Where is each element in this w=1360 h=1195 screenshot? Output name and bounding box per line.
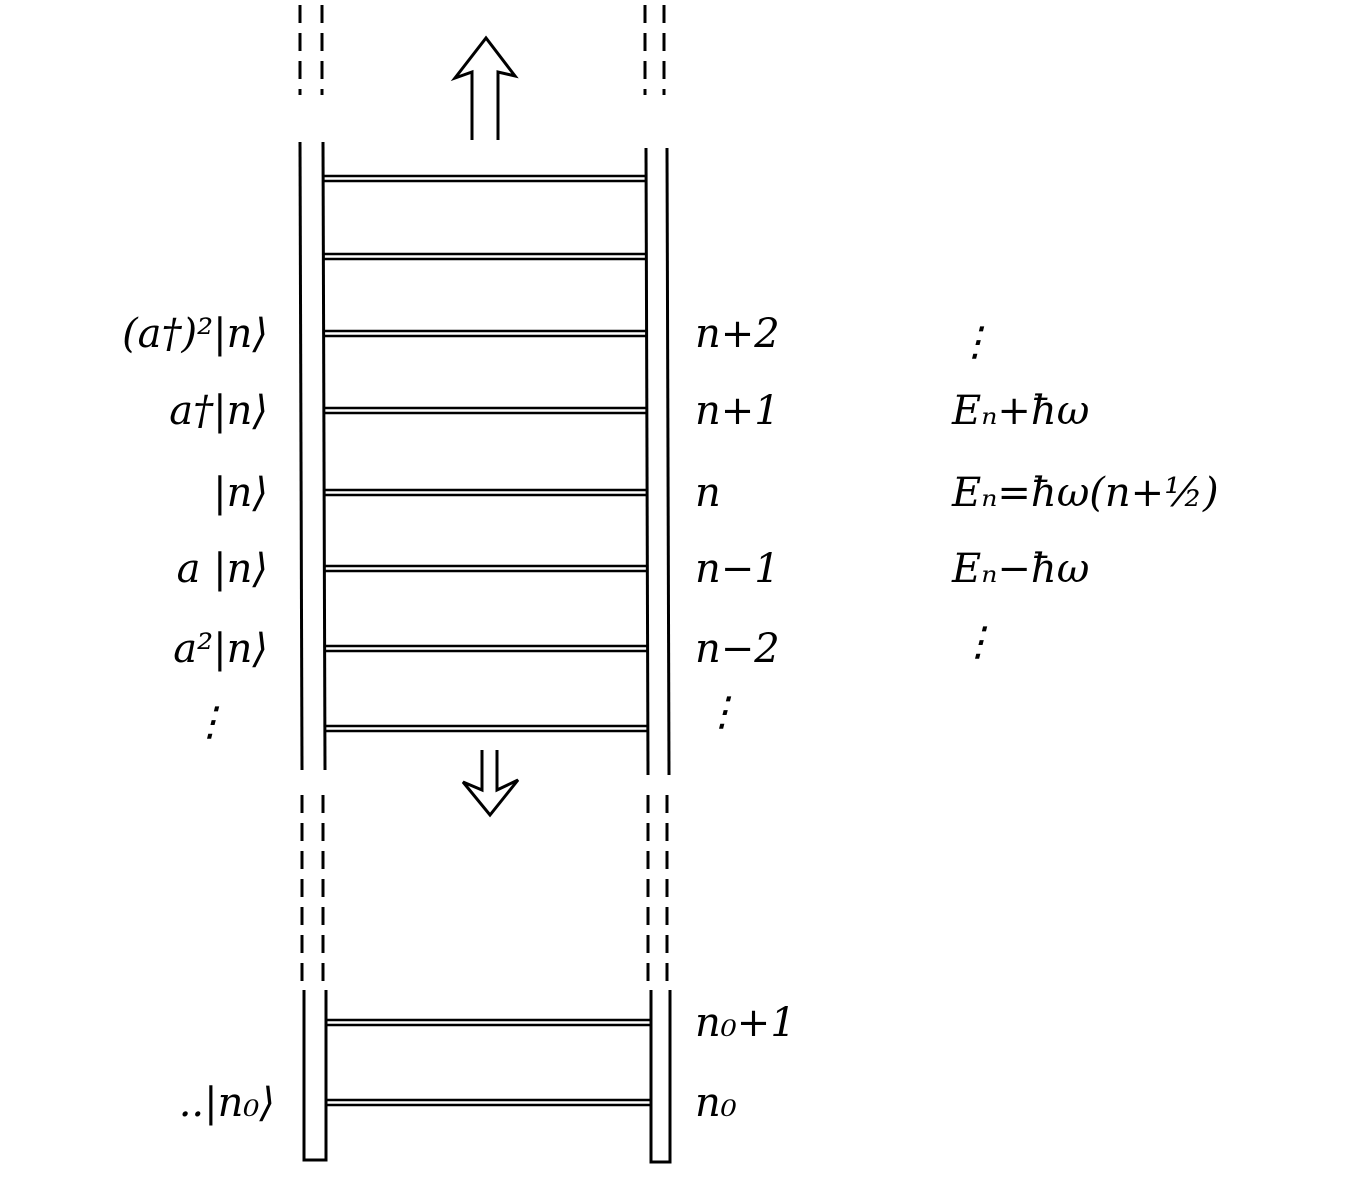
middle-dashed-rails <box>300 795 669 985</box>
state-label-ellipsis: ⋮ <box>190 699 230 745</box>
energy-ellipsis-bottom: ⋮ <box>958 619 998 665</box>
energy-plus: Eₙ+ħω <box>951 388 1089 434</box>
level-n-plus-1: n+1 <box>695 388 780 434</box>
level-n: n <box>695 470 721 516</box>
level-n0-plus-1: n₀+1 <box>695 1000 796 1046</box>
energy-ellipsis-top: ⋮ <box>955 319 995 365</box>
top-dashed-rails <box>298 5 666 95</box>
raising-arrow-icon <box>450 35 519 140</box>
lowering-arrow-icon <box>461 750 520 818</box>
state-label-a-dagger: a†|n⟩ <box>169 388 268 434</box>
state-label-n: |n⟩ <box>213 470 268 516</box>
level-n-plus-2: n+2 <box>695 311 780 357</box>
energy-formula: Eₙ=ħω(n+½) <box>951 470 1219 516</box>
level-n0: n₀ <box>695 1080 737 1126</box>
level-n-minus-1: n−1 <box>695 546 780 592</box>
state-label-a-dagger-squared: (a†)²|n⟩ <box>122 311 268 357</box>
level-ellipsis: ⋮ <box>702 689 742 735</box>
main-rails <box>298 141 671 776</box>
level-n-minus-2: n−2 <box>695 626 780 672</box>
bottom-rails <box>302 990 672 1164</box>
state-label-a: a |n⟩ <box>177 546 268 592</box>
rungs <box>323 174 651 1107</box>
energy-minus: Eₙ−ħω <box>951 546 1089 592</box>
state-label-a-squared: a²|n⟩ <box>173 626 268 672</box>
state-label-n0: ..|n₀⟩ <box>179 1080 275 1126</box>
